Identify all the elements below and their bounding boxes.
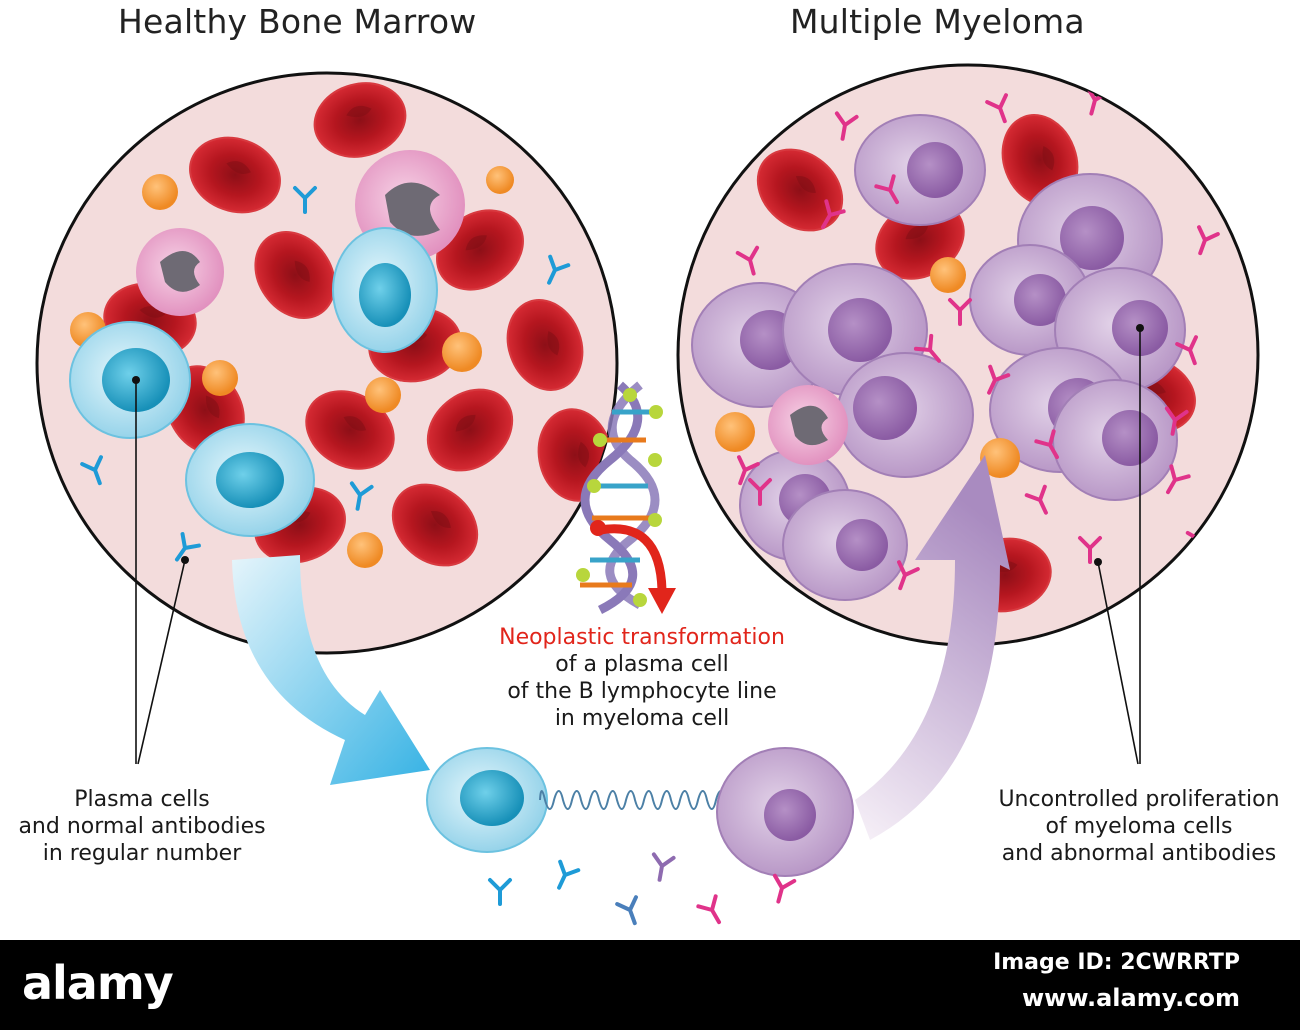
caption-center-line-3: in myeloma cell [554,706,730,731]
transformation-wave [539,790,735,810]
plasma-cell-transition [426,747,548,853]
caption-center-line-1: of a plasma cell [555,652,729,677]
title-healthy-bone-marrow: Healthy Bone Marrow [118,2,477,41]
healthy-marrow-circle [35,71,619,655]
purple-antibody [647,852,676,884]
diagram-artwork [35,63,1260,930]
caption-left-line-3: in regular number [42,841,242,866]
myeloma-marrow-circle [676,63,1260,647]
brand-logo[interactable]: alamy [22,956,174,1010]
caption-left-line-1: Plasma cells [74,787,210,812]
transitional-antibody [615,895,647,929]
title-multiple-myeloma: Multiple Myeloma [790,2,1085,41]
myeloma-cell-transition [716,747,854,877]
neutrophil [136,150,465,316]
platelet [70,166,514,568]
platelet [715,257,1020,478]
caption-right-line-2: of myeloma cells [1045,814,1233,839]
neutrophil [768,385,848,465]
caption-center: Neoplastic transformation of a plasma ce… [482,624,802,732]
stock-footer: alamy Image ID: 2CWRRTP www.alamy.com [0,940,1300,1030]
caption-right-line-1: Uncontrolled proliferation [998,787,1280,812]
caption-left: Plasma cells and normal antibodies in re… [0,786,284,867]
normal-antibody [488,859,581,906]
site-url[interactable]: www.alamy.com [1021,984,1240,1012]
myeloma-cell [691,114,1186,601]
caption-right: Uncontrolled proliferation of myeloma ce… [980,786,1298,867]
image-id: Image ID: 2CWRRTP [993,950,1240,975]
abnormal-antibody [696,873,797,930]
caption-right-line-3: and abnormal antibodies [1001,841,1277,866]
left-label-pointer [135,380,186,765]
caption-center-line-2: of the B lymphocyte line [507,679,777,704]
plasma-cell [69,227,438,537]
caption-center-highlight: Neoplastic transformation [499,625,785,650]
caption-left-line-2: and normal antibodies [18,814,266,839]
dna-helix-icon [576,381,676,615]
right-label-pointer [1097,328,1141,765]
transition-arrow-purple [855,455,1010,840]
transition-arrow-blue [232,555,430,785]
